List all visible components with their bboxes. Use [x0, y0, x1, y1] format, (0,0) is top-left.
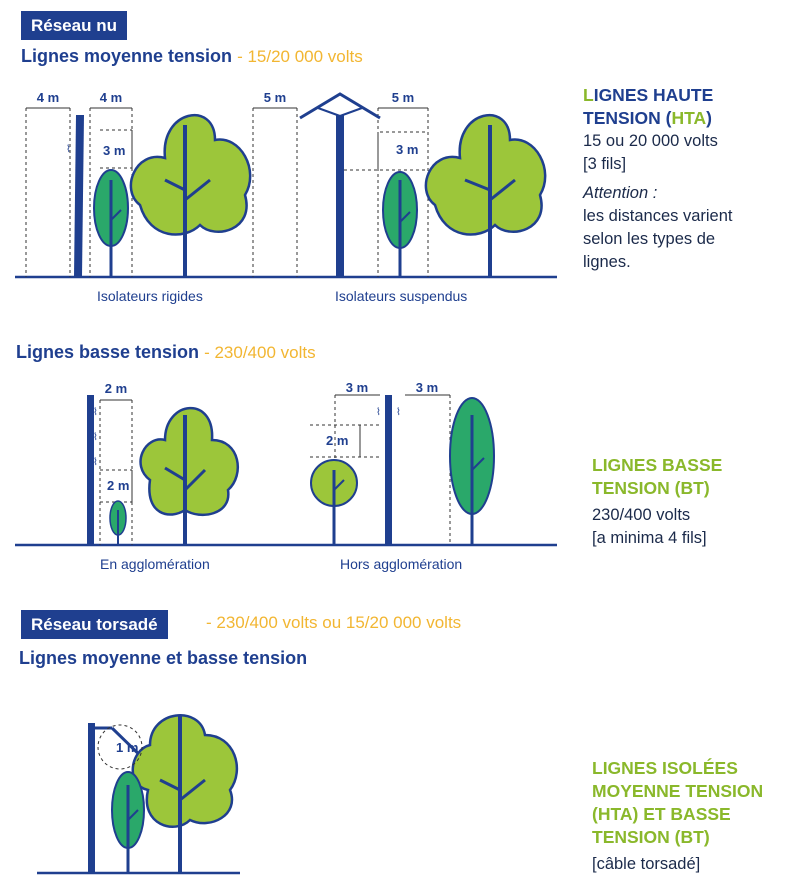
insulator-icon: ⌇ [396, 407, 401, 418]
pole [74, 115, 84, 277]
bt-wires: [a minima 4 fils] [592, 529, 707, 547]
insulator-icon: ⌇ [93, 407, 98, 418]
paren: ) [703, 478, 710, 498]
torsade-title: Lignes moyenne et basse tension [19, 648, 308, 668]
dim-label-3m: 3 m [103, 143, 125, 158]
pole [88, 723, 95, 873]
paren: ( [660, 108, 672, 128]
bt-voltage-text: 230/400 volts [592, 506, 691, 524]
dim-label-5m: 5 m [264, 90, 286, 105]
sidebar-bt: LIGNES BASSE TENSION (BT) 230/400 volts … [592, 454, 787, 550]
dim-label-1m: 1 m [116, 740, 138, 755]
dim-label-3m: 3 m [416, 380, 438, 395]
clearance-circle [97, 724, 143, 770]
sidebar-torsade: LIGNES ISOLÉES MOYENNE TENSION (HTA) ET … [592, 757, 792, 876]
torsade-title3: ) ET BASSE [632, 804, 731, 824]
insulator-icon: ⌇ [66, 144, 71, 155]
torsade-bt: BT [680, 827, 704, 847]
dim-label-3m: 3 m [396, 142, 418, 157]
paren: ( [669, 478, 681, 498]
note-line: selon les types de [583, 230, 716, 248]
reseau-torsade-badge: Réseau torsadé [21, 610, 168, 639]
caption-hors-agglomeration: Hors agglomération [340, 556, 463, 572]
torsade-voltage: - 230/400 volts ou 15/20 000 volts [206, 613, 462, 632]
insulator-icon: ⌇ [376, 407, 381, 418]
hta-tension: TENSION [583, 108, 661, 128]
bt-diagram: ⌇ ⌇ ⌇ 2 m 2 m ⌇ ⌇ 3 m 3 m 2 m [15, 380, 557, 547]
attention-label: Attention : [583, 184, 658, 202]
paren: ) [703, 827, 710, 847]
torsade-cable: [câble torsadé] [592, 855, 701, 873]
tree-large [131, 714, 239, 828]
bt-voltage: - 230/400 volts [204, 343, 316, 362]
caption-isolateurs-suspendus: Isolateurs suspendus [335, 288, 468, 304]
dim-label-4m: 4 m [37, 90, 59, 105]
hta-l: L [583, 85, 594, 105]
pole [336, 115, 344, 277]
insulator-icon: ⌇ [93, 432, 98, 443]
pole [385, 395, 392, 545]
tree-large [129, 114, 252, 236]
bt-title-text: Lignes basse tension [16, 342, 200, 362]
bt-abbr: BT [680, 478, 704, 498]
tree-large [139, 406, 240, 517]
pole [87, 395, 94, 545]
insulator-icon: ⌇ [93, 457, 98, 468]
hta-diagram: 4 m 4 m ⌇ 3 m 5 m 5 m 3 m [15, 90, 557, 279]
torsade-diagram: 1 m [37, 714, 240, 875]
torsade-title4: TENSION ( [592, 827, 681, 847]
hta-wires: [3 fils] [583, 155, 627, 173]
reseau-nu-badge: Réseau nu [21, 11, 127, 40]
hta-abbr: HTA [671, 108, 707, 128]
tree-large [424, 114, 547, 236]
dim-label-3m: 3 m [346, 380, 368, 395]
paren: ( [592, 804, 598, 824]
hta-title: Lignes moyenne tension - 15/20 000 volts [21, 46, 363, 67]
bt-title: Lignes basse tension - 230/400 volts [16, 342, 316, 363]
hta-title-text: Lignes moyenne tension [21, 46, 233, 66]
bt-title1: LIGNES BASSE [592, 455, 723, 475]
note-line: les distances varient [583, 207, 733, 225]
dim-label-5m: 5 m [392, 90, 414, 105]
dim-label-2m: 2 m [326, 433, 348, 448]
torsade-title1: LIGNES ISOLÉES [592, 758, 738, 778]
note-line: lignes. [583, 253, 631, 271]
torsade-title2: MOYENNE TENSION [592, 781, 764, 801]
bt-tension: TENSION [592, 478, 670, 498]
caption-en-agglomeration: En agglomération [100, 556, 210, 572]
torsade-hta: HTA [597, 804, 633, 824]
paren: ) [706, 108, 712, 128]
caption-isolateurs-rigides: Isolateurs rigides [97, 288, 203, 304]
hta-title-rest: IGNES HAUTE [593, 85, 714, 105]
sidebar-hta: LIGNES HAUTE TENSION (HTA) 15 ou 20 000 … [583, 84, 788, 274]
crossarm [299, 92, 381, 120]
dim-label-4m: 4 m [100, 90, 122, 105]
dim-label-2m: 2 m [107, 478, 129, 493]
dim-label-2m: 2 m [105, 381, 127, 396]
hta-voltage: - 15/20 000 volts [237, 47, 363, 66]
hta-voltage-text: 15 ou 20 000 volts [583, 132, 718, 150]
